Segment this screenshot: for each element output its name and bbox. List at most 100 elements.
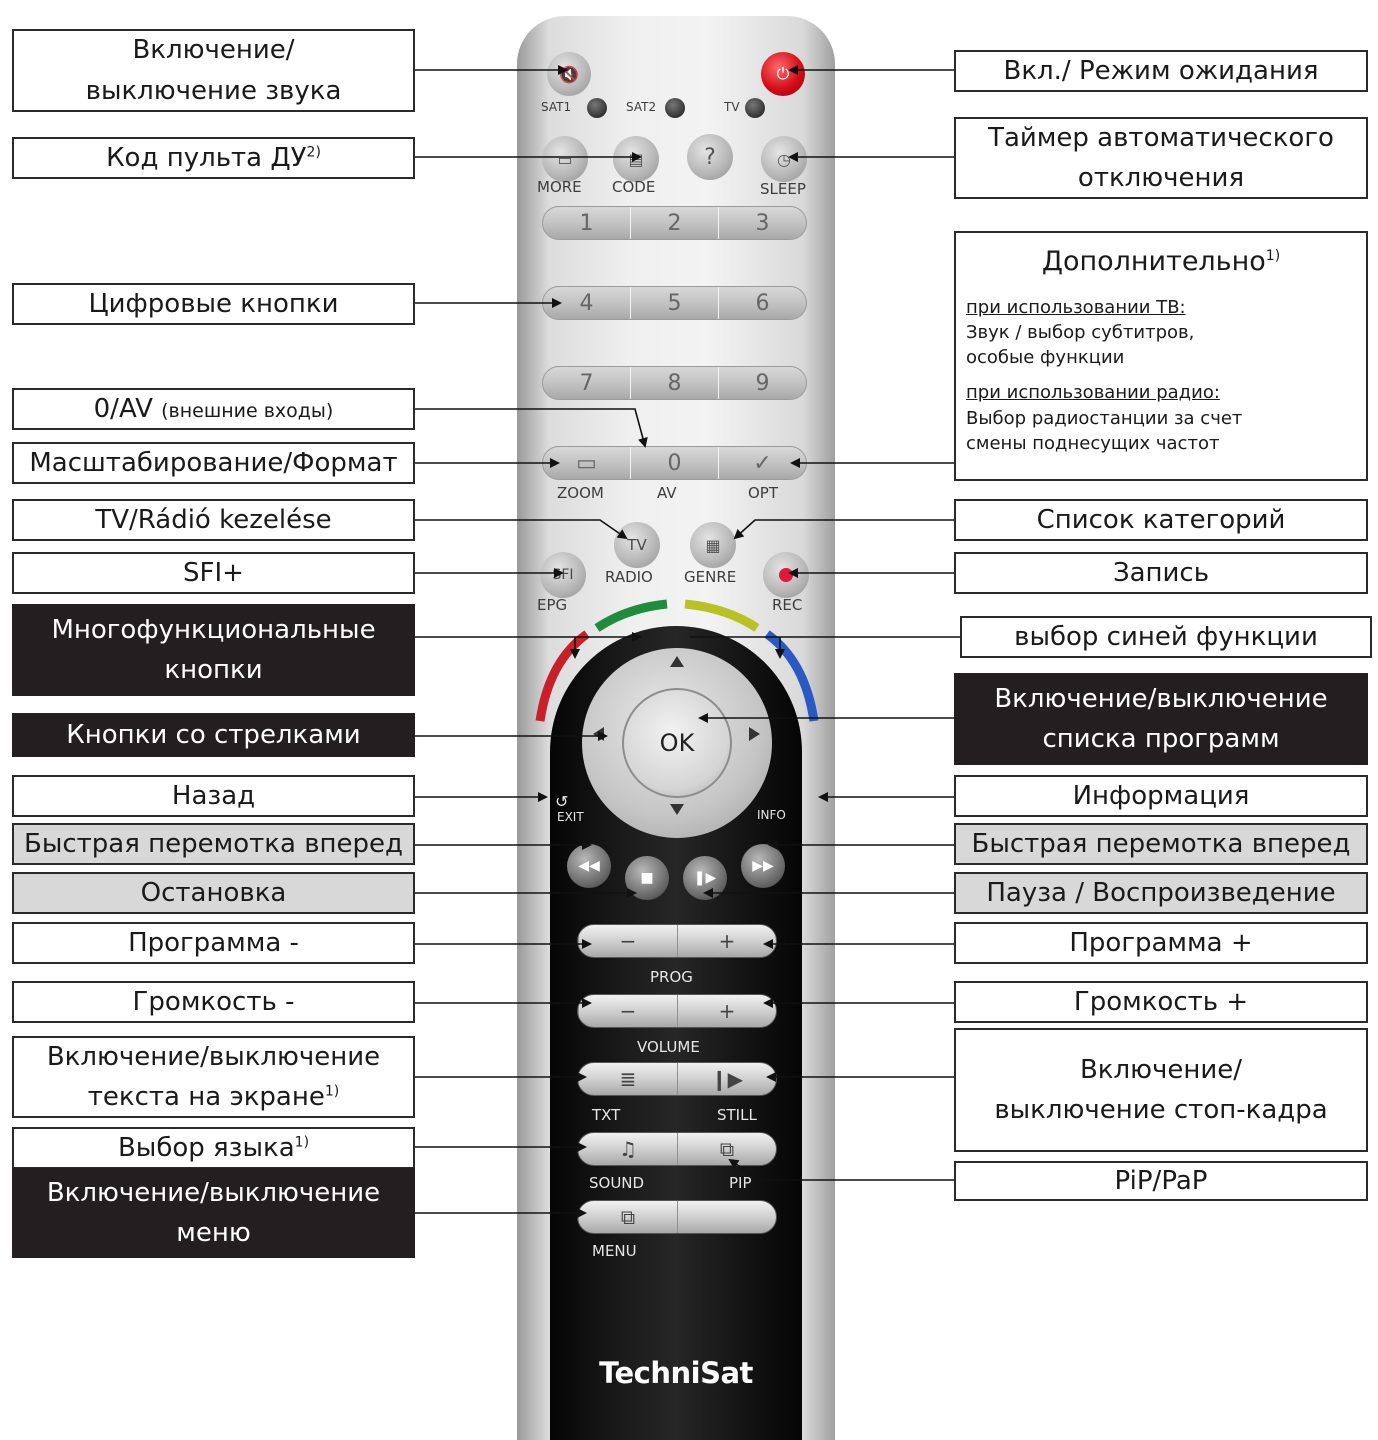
digit-5-button[interactable]: 5 — [630, 287, 718, 319]
label-txt-line-1: Включение/выключение — [46, 1041, 381, 1072]
digit-1-button[interactable]: 1 — [579, 210, 594, 236]
sound-button[interactable]: ♫ — [578, 1133, 677, 1165]
tv-radio-button[interactable]: TV — [614, 522, 660, 568]
menu-rocker: ⧉ — [577, 1200, 777, 1234]
label-extra-title-main: Дополнительно — [1041, 246, 1266, 277]
label-tv-radio: TV/Rádió kezelése — [12, 499, 415, 541]
label-extra: Дополнительно1) при использовании ТВ: Зв… — [954, 231, 1368, 481]
opt-button[interactable]: ✓ — [718, 447, 806, 479]
tv-led — [745, 98, 765, 118]
prog-minus-button[interactable]: − — [578, 925, 677, 957]
mute-button[interactable]: 🔇 — [547, 52, 591, 96]
green-arc — [594, 599, 668, 632]
label-lang-text: Выбор языка1) — [118, 1128, 309, 1168]
sleep-button[interactable]: ◷ — [761, 136, 807, 182]
digit-3-button[interactable]: 3 — [718, 207, 806, 239]
label-zero-av: 0/AV (внешние входы) — [12, 388, 415, 430]
arrow-down-button[interactable] — [670, 804, 684, 815]
label-stop-text: Остановка — [140, 877, 287, 908]
power-icon: ⏻ — [776, 64, 790, 83]
more-icon: ▭ — [557, 149, 573, 169]
prog-plus-button[interactable]: + — [677, 925, 776, 957]
digit-0-button[interactable]: 0 — [630, 447, 718, 479]
label-fast-forward-left: Быстрая перемотка вперед — [12, 823, 415, 865]
arrow-right-button[interactable] — [749, 727, 760, 741]
label-sleep-line-2: отключения — [1077, 163, 1245, 193]
label-prog-minus: Программа - — [12, 922, 415, 964]
pip-button[interactable]: ⧉ — [677, 1133, 776, 1165]
digit-8-button[interactable]: 8 — [630, 367, 718, 399]
digit-2-button[interactable]: 2 — [630, 207, 718, 239]
pip-text: PIP — [729, 1174, 752, 1192]
label-sfi: SFI+ — [12, 552, 415, 594]
stop-button[interactable]: ■ — [625, 856, 669, 900]
fast-forward-icon: ▶▶ — [752, 858, 774, 874]
sfi-button[interactable]: SFI — [540, 552, 586, 598]
label-pause: Пауза / Воспроизведение — [954, 872, 1368, 914]
label-extra-tv-head: при использовании ТВ: — [966, 296, 1186, 318]
label-fast-forward-right-text: Быстрая перемотка вперед — [971, 828, 1351, 859]
sat1-led — [587, 98, 607, 118]
label-back-text: Назад — [171, 780, 256, 811]
label-extra-radio-line-2: смены поднесущих частот — [966, 432, 1220, 454]
more-button[interactable]: ▭ — [542, 136, 588, 182]
label-genre: Список категорий — [954, 499, 1368, 541]
volume-plus-button[interactable]: + — [677, 995, 776, 1027]
info-text: INFO — [757, 808, 786, 822]
exit-text: EXIT — [557, 810, 584, 824]
txt-text: TXT — [592, 1106, 621, 1124]
power-button[interactable]: ⏻ — [761, 52, 805, 96]
label-zoom: Масштабирование/Формат — [12, 442, 415, 484]
label-list: Включение/выключение списка программ — [954, 673, 1368, 765]
label-rec-text: Запись — [1112, 557, 1210, 588]
digits-row-1: 1 2 3 — [542, 206, 807, 240]
label-vol-minus: Громкость - — [12, 981, 415, 1023]
rewind-button[interactable]: ◀◀ — [567, 844, 611, 888]
stop-icon: ■ — [640, 870, 654, 886]
pause-play-button[interactable]: ❚▶ — [683, 856, 727, 900]
digits-row-3: 7 8 9 — [542, 366, 807, 400]
menu-blank-button[interactable] — [677, 1201, 776, 1233]
label-menu-line-2: меню — [176, 1218, 251, 1248]
teletext-icon: ≣ — [619, 1067, 637, 1091]
label-code: Код пульта ДУ2) — [12, 137, 415, 179]
still-button[interactable]: ❙▶ — [677, 1063, 776, 1095]
digits-row-2: 4 5 6 — [542, 286, 807, 320]
arrow-left-button[interactable] — [593, 727, 604, 741]
label-multi: Многофункциональные кнопки — [12, 604, 415, 696]
code-button[interactable]: ▤ — [613, 136, 659, 182]
txt-button[interactable]: ≣ — [578, 1063, 677, 1095]
volume-minus-button[interactable]: − — [578, 995, 677, 1027]
arrow-up-button[interactable] — [670, 656, 684, 667]
digit-7-button[interactable]: 7 — [579, 370, 594, 396]
rewind-icon: ◀◀ — [578, 858, 600, 874]
menu-button[interactable]: ⧉ — [578, 1201, 677, 1233]
zoom-button[interactable]: ▭ — [543, 447, 630, 479]
label-extra-title: Дополнительно1) — [1042, 243, 1280, 281]
genre-icon: ▦ — [705, 535, 721, 555]
label-blue-text: выбор синей функции — [1014, 621, 1318, 652]
label-info-text: Информация — [1072, 780, 1250, 811]
label-arrows-text: Кнопки со стрелками — [66, 719, 361, 750]
label-txt: Включение/выключение текста на экране1) — [12, 1036, 415, 1118]
genre-button[interactable]: ▦ — [690, 522, 736, 568]
label-still-line-1: Включение/ — [1079, 1054, 1243, 1085]
label-extra-radio-line-1: Выбор радиостанции за счет — [966, 407, 1243, 429]
ok-button[interactable]: OK — [622, 688, 732, 798]
digit-9-button[interactable]: 9 — [718, 367, 806, 399]
digit-4-button[interactable]: 4 — [579, 290, 594, 316]
label-list-line-1: Включение/выключение — [994, 683, 1328, 714]
rec-button[interactable] — [763, 552, 809, 598]
digit-6-button[interactable]: 6 — [718, 287, 806, 319]
fast-forward-button[interactable]: ▶▶ — [741, 844, 785, 888]
label-extra-tv-line-2: особые функции — [966, 347, 1125, 369]
help-button[interactable]: ? — [687, 134, 733, 180]
label-digits: Цифровые кнопки — [12, 283, 415, 325]
label-zoom-text: Масштабирование/Формат — [29, 447, 398, 478]
volume-text: VOLUME — [637, 1038, 700, 1056]
label-vol-plus-text: Громкость + — [1073, 986, 1249, 1017]
prog-text: PROG — [650, 968, 693, 986]
label-power: Вкл./ Режим ожидания — [954, 50, 1368, 92]
label-extra-radio-head: при использовании радио: — [966, 382, 1220, 404]
mute-icon: 🔇 — [559, 64, 579, 84]
